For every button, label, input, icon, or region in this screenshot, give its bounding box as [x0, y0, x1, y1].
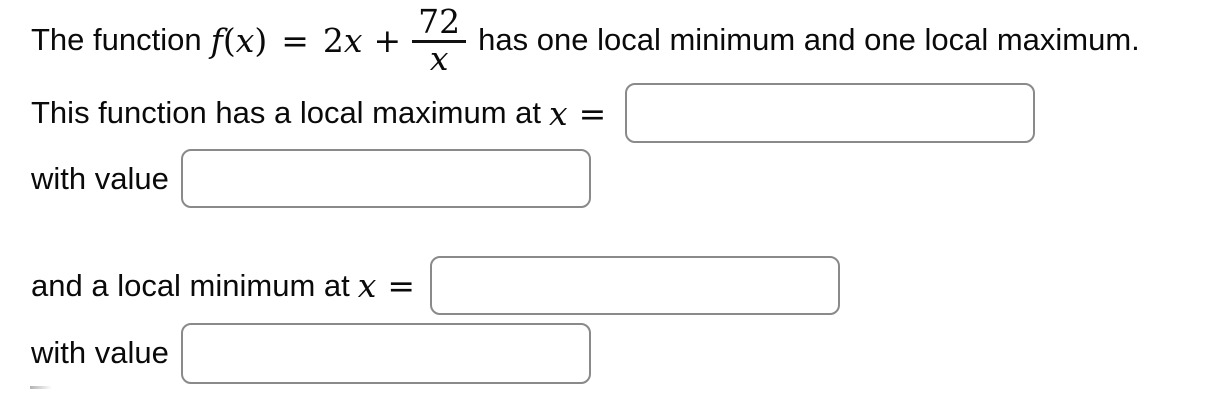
intro-text-after: has one local minimum and one local maxi…	[478, 22, 1140, 57]
math-term-var-x: x	[343, 20, 363, 60]
fraction-denominator: x	[429, 39, 449, 78]
local-max-row: This function has a local maximum at x =	[31, 83, 1224, 143]
math-func-name: f	[210, 20, 223, 60]
math-equals-sign: =	[281, 20, 309, 60]
math-coefficient: 2	[322, 20, 344, 60]
local-min-equals-sign: =	[387, 266, 416, 305]
local-max-value-input[interactable]	[180, 149, 591, 208]
math-plus-sign: +	[373, 20, 402, 60]
math-term-2x: 2x	[323, 21, 363, 60]
local-max-equals-sign: =	[578, 93, 607, 133]
fraction-72-over-x: 72 x	[412, 5, 467, 78]
local-max-value-label: with value	[31, 160, 169, 196]
local-min-label: and a local minimum at	[31, 267, 350, 303]
local-max-value-row: with value	[31, 149, 1224, 208]
local-min-value-label: with value	[31, 335, 169, 370]
local-max-var-x: x	[549, 93, 568, 133]
problem-statement: The function f(x) = 2x + 72 x has one lo…	[31, 5, 1224, 75]
local-min-value-row: with value	[31, 322, 1224, 384]
local-min-row: and a local minimum at x =	[31, 256, 1224, 315]
fraction-numerator: 72	[412, 5, 467, 43]
local-max-label: This function has a local maximum at	[31, 95, 541, 130]
cropped-element-artifact	[30, 386, 52, 389]
math-f-of-x: f(x)	[211, 21, 268, 60]
math-close-paren: )	[254, 20, 268, 60]
local-min-x-input[interactable]	[430, 256, 841, 315]
math-open-paren: (	[222, 20, 236, 60]
intro-text-before: The function	[31, 22, 202, 57]
local-min-var-x: x	[357, 266, 377, 305]
local-max-x-input[interactable]	[625, 83, 1036, 143]
math-arg-x: x	[235, 20, 255, 60]
local-min-value-input[interactable]	[180, 322, 591, 384]
